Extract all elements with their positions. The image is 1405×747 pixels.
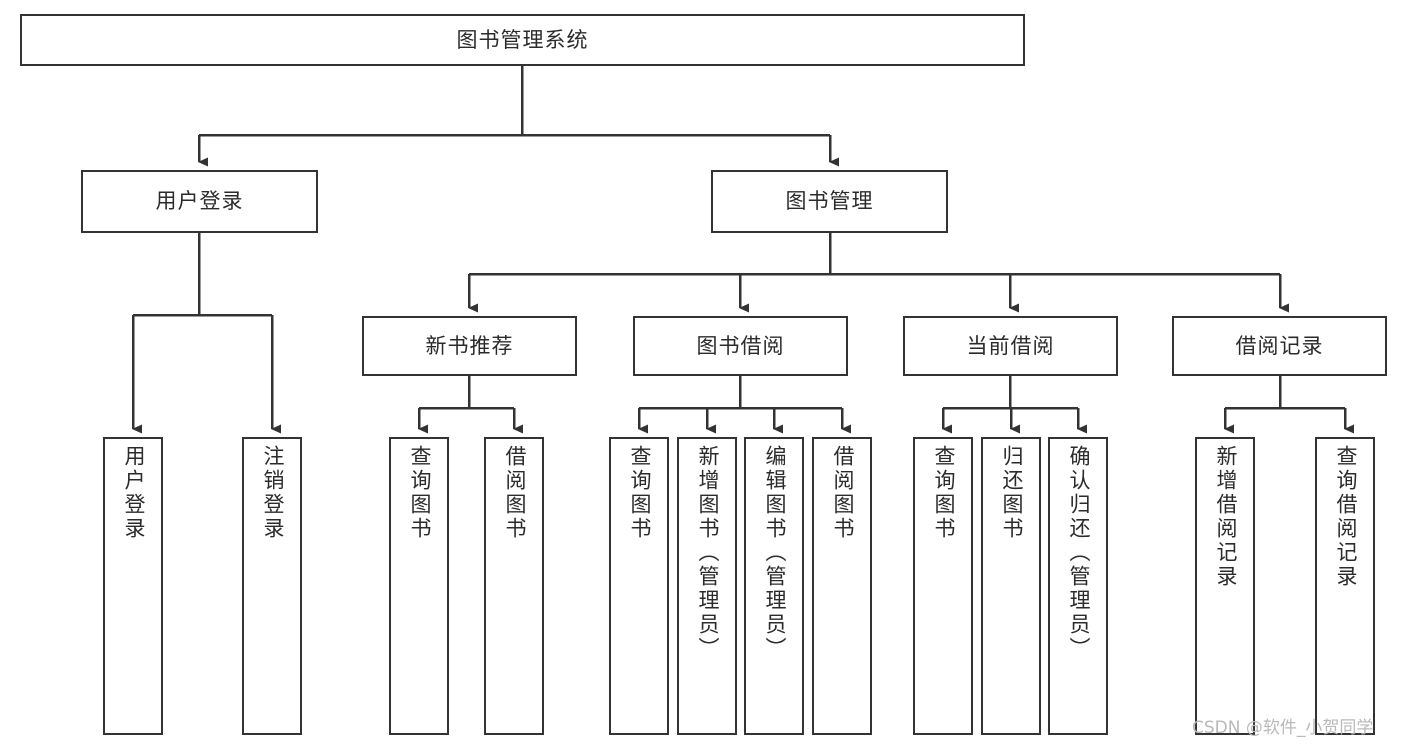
leaf-query-book-3-label: 查询图书 [931, 445, 956, 541]
node-book-borrow[interactable]: 图书借阅 [633, 316, 848, 376]
node-current-borrow[interactable]: 当前借阅 [903, 316, 1118, 376]
node-current-borrow-label: 当前借阅 [966, 333, 1055, 358]
leaf-borrow-book-2[interactable]: 借阅图书 [812, 437, 872, 735]
leaf-return-book-label: 归还图书 [999, 445, 1024, 541]
leaf-edit-book[interactable]: 编辑图书（管理员） [744, 437, 804, 735]
leaf-add-record-label: 新增借阅记录 [1213, 445, 1238, 589]
leaf-add-book-label: 新增图书（管理员） [695, 445, 720, 661]
node-new-book-rec[interactable]: 新书推荐 [362, 316, 577, 376]
leaf-borrow-book-2-label: 借阅图书 [830, 445, 855, 541]
node-book-manage-label: 图书管理 [785, 189, 874, 213]
node-book-borrow-label: 图书借阅 [696, 333, 785, 358]
leaf-query-book-3[interactable]: 查询图书 [913, 437, 973, 735]
watermark: CSDN @软件_小贺同学 [1192, 718, 1374, 738]
node-user-login-label: 用户登录 [155, 189, 244, 213]
node-borrow-record-label: 借阅记录 [1235, 333, 1324, 358]
leaf-confirm-return-label: 确认归还（管理员） [1066, 445, 1091, 661]
node-borrow-record[interactable]: 借阅记录 [1172, 316, 1387, 376]
node-user-login[interactable]: 用户登录 [81, 170, 318, 233]
leaf-query-book-2-label: 查询图书 [627, 445, 652, 541]
leaf-query-book-1[interactable]: 查询图书 [389, 437, 449, 735]
node-book-manage[interactable]: 图书管理 [711, 170, 948, 233]
leaf-query-record-label: 查询借阅记录 [1333, 445, 1358, 589]
leaf-logout-label: 注销登录 [260, 445, 285, 541]
leaf-add-book[interactable]: 新增图书（管理员） [677, 437, 737, 735]
node-root-label: 图书管理系统 [456, 27, 589, 52]
leaf-user-login-label: 用户登录 [121, 445, 146, 541]
leaf-borrow-book-1-label: 借阅图书 [502, 445, 527, 541]
leaf-logout[interactable]: 注销登录 [242, 437, 302, 735]
leaf-user-login[interactable]: 用户登录 [103, 437, 163, 735]
node-root[interactable]: 图书管理系统 [20, 14, 1025, 66]
leaf-edit-book-label: 编辑图书（管理员） [762, 445, 787, 661]
leaf-add-record[interactable]: 新增借阅记录 [1195, 437, 1255, 735]
leaf-query-record[interactable]: 查询借阅记录 [1315, 437, 1375, 735]
leaf-confirm-return[interactable]: 确认归还（管理员） [1048, 437, 1108, 735]
leaf-query-book-1-label: 查询图书 [407, 445, 432, 541]
node-new-book-rec-label: 新书推荐 [425, 333, 514, 358]
leaf-return-book[interactable]: 归还图书 [981, 437, 1041, 735]
leaf-query-book-2[interactable]: 查询图书 [609, 437, 669, 735]
leaf-borrow-book-1[interactable]: 借阅图书 [484, 437, 544, 735]
